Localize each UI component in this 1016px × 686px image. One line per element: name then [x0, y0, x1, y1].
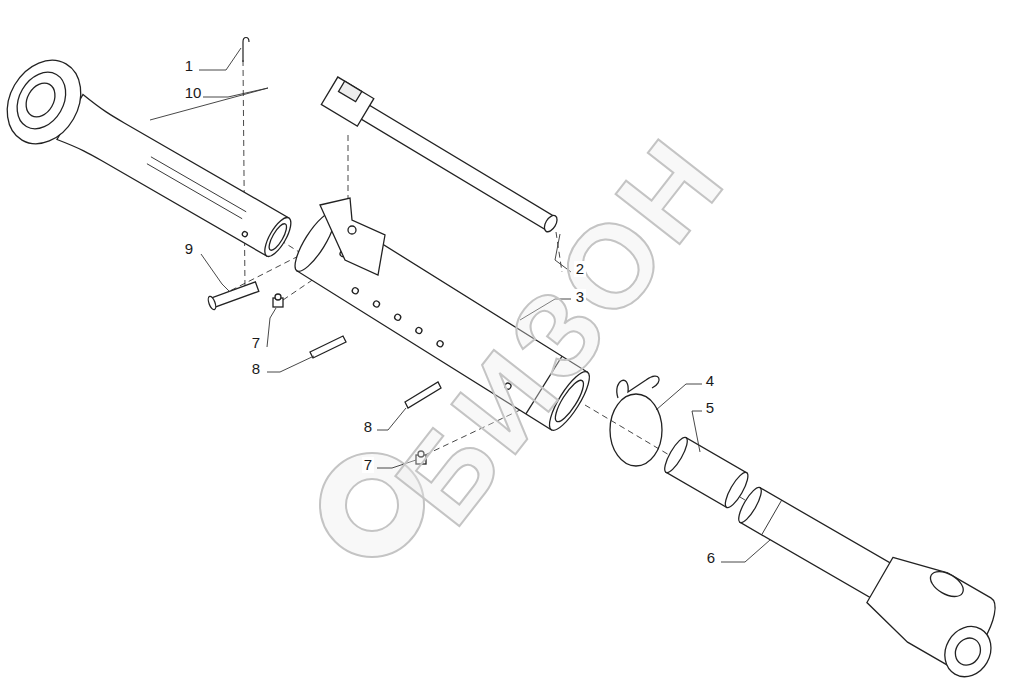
ball-eye-rod: [0, 47, 307, 279]
lynch-pin: [243, 38, 249, 63]
callout-number: 5: [704, 400, 716, 416]
barrel-bracket: [320, 198, 385, 275]
callout-number: 2: [574, 261, 586, 277]
callout-number: 10: [183, 85, 204, 101]
handle-bar: [321, 77, 563, 240]
callout-number: 3: [574, 289, 586, 305]
callout-number: 7: [362, 457, 374, 473]
callout-number: 8: [362, 419, 374, 435]
callout-number: 7: [250, 335, 262, 351]
roll-pin: [310, 336, 441, 408]
callout-number: 4: [704, 373, 716, 389]
callout-number: 1: [183, 58, 195, 74]
callout-number: 6: [705, 550, 717, 566]
retaining-ring: [610, 376, 662, 466]
callout-number: 9: [183, 241, 195, 257]
sleeve: [661, 435, 752, 511]
leader-line: [150, 48, 770, 562]
clevis-pin: [207, 280, 260, 311]
fork-end-rod: [723, 467, 1016, 685]
callout-number: 8: [250, 361, 262, 377]
